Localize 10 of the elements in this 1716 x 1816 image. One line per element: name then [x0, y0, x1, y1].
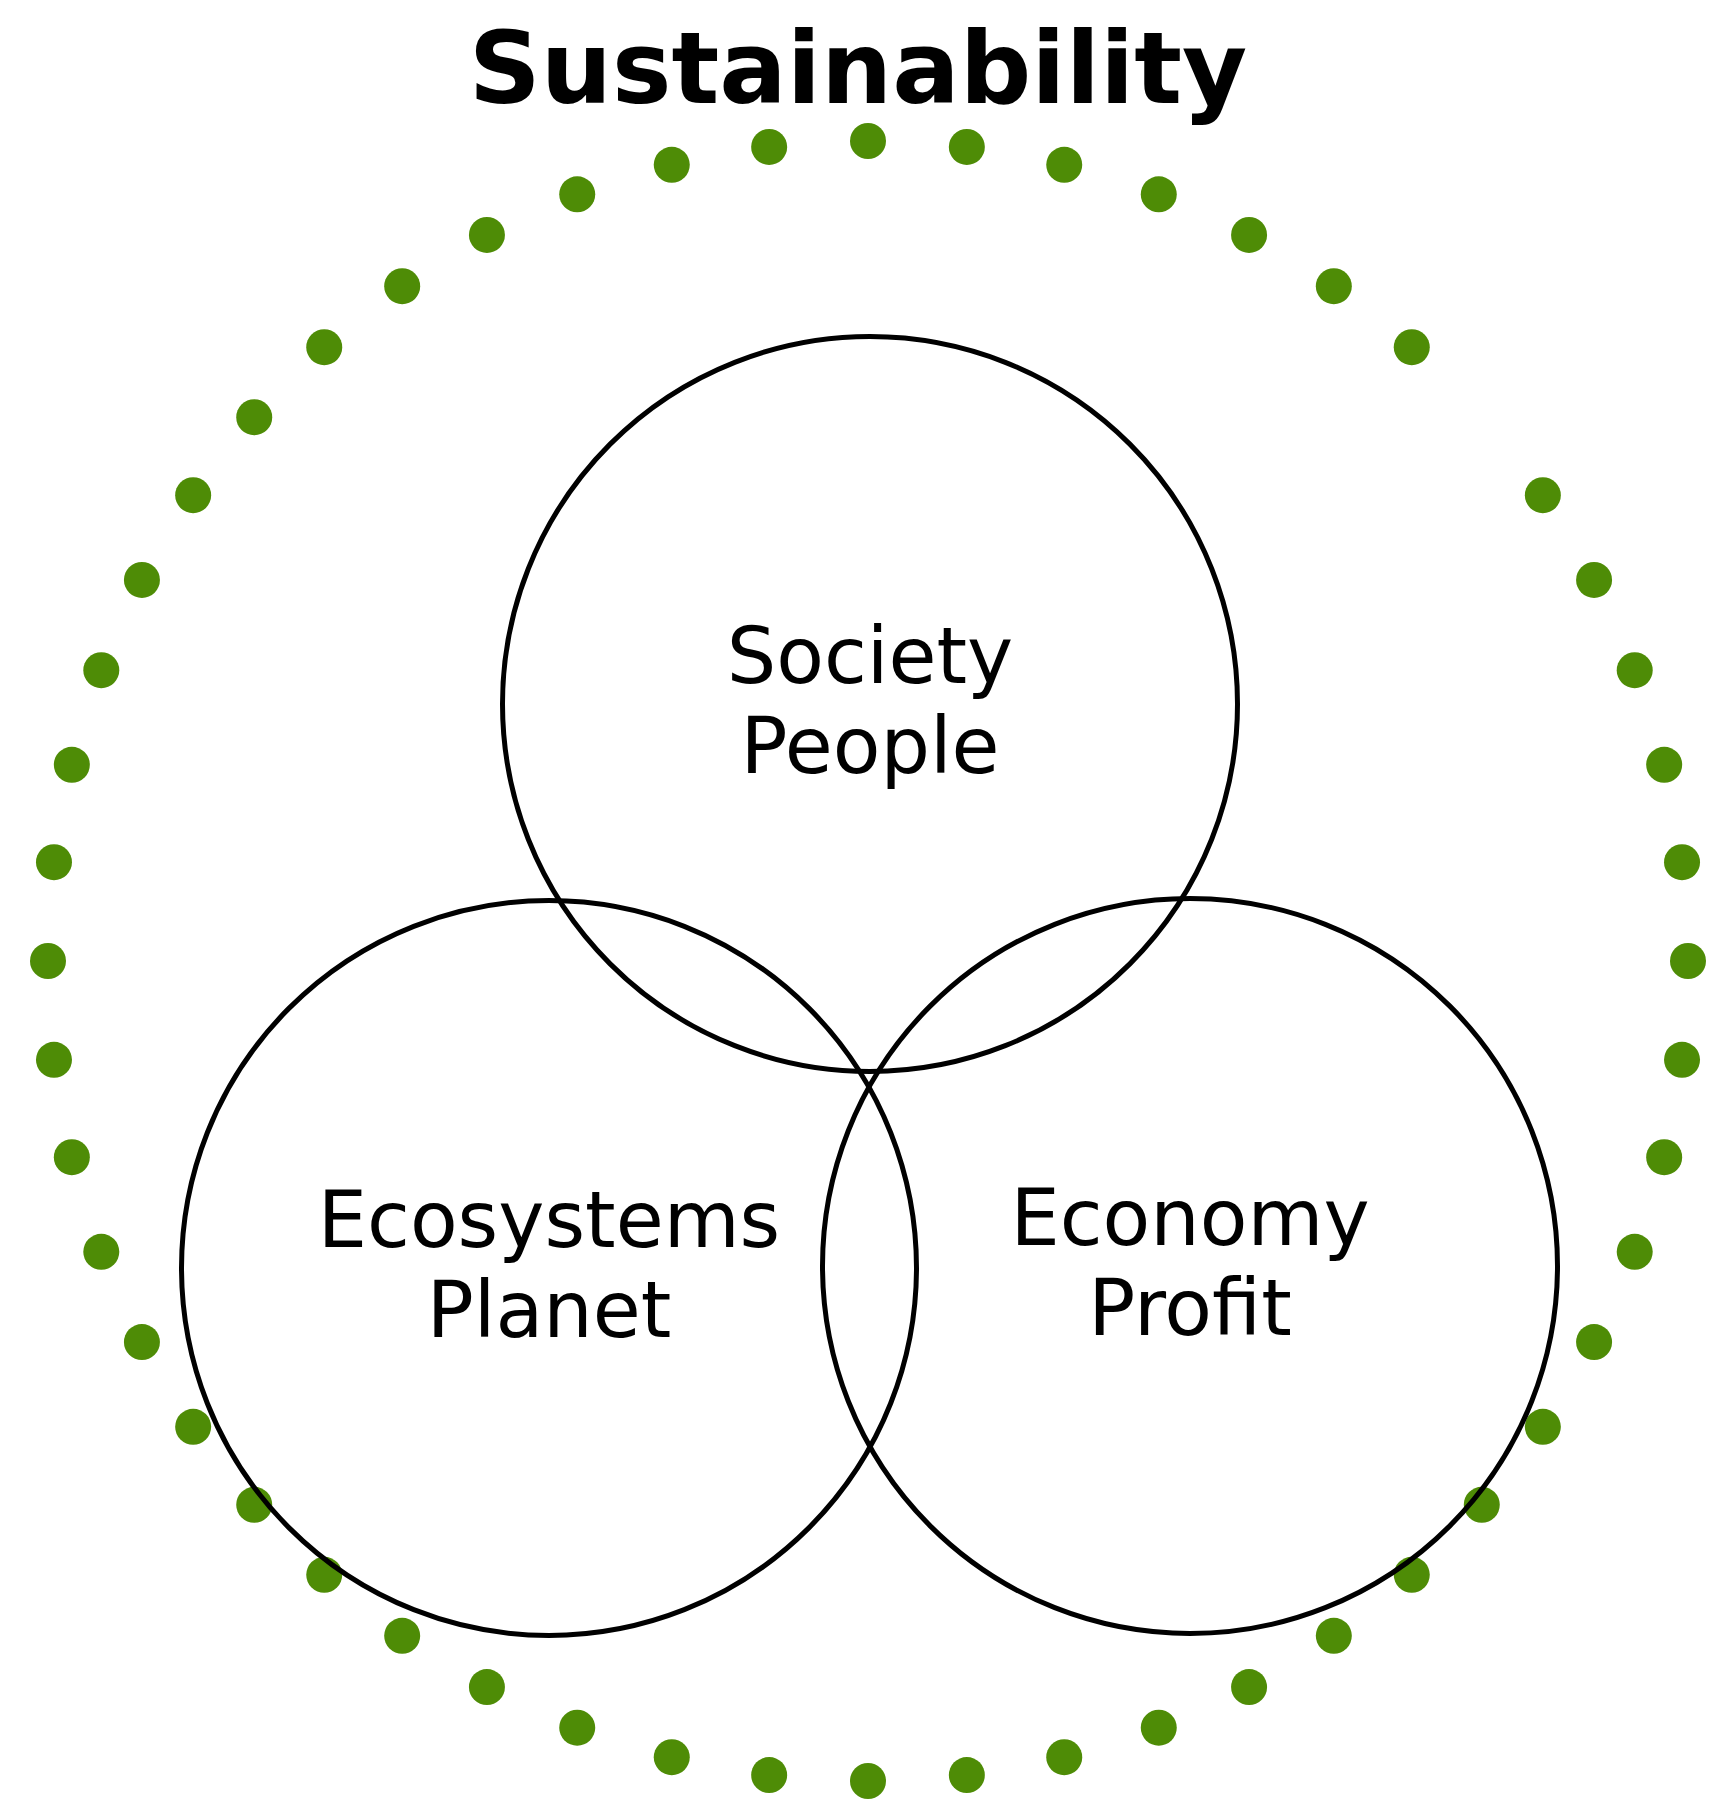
circle-label: Society [725, 614, 1015, 700]
venn-circle [179, 898, 919, 1638]
circle-label: People [739, 704, 1001, 790]
venn-circle [820, 896, 1560, 1636]
circle-label: Economy [1009, 1176, 1371, 1262]
circle-label: Ecosystems [316, 1178, 782, 1264]
circle-label: Profit [1087, 1266, 1293, 1352]
circle-label: Planet [425, 1268, 673, 1354]
title: Sustainability [467, 10, 1249, 127]
venn-circle [500, 334, 1240, 1074]
